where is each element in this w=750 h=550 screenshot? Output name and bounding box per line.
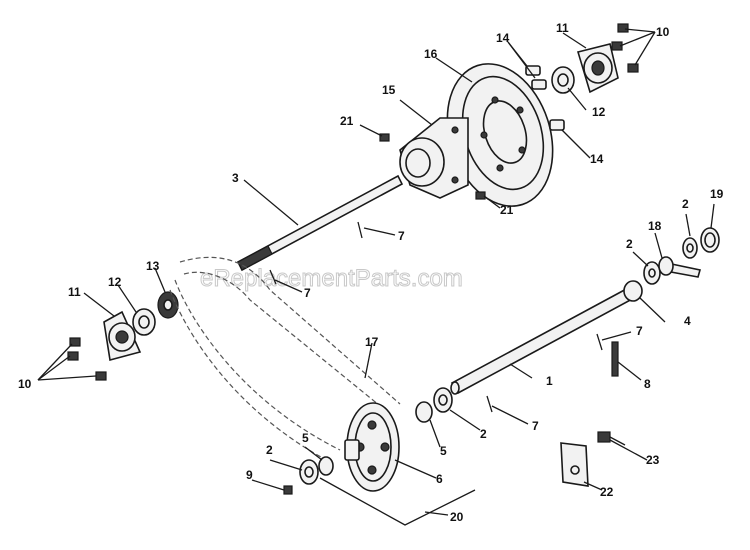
callout-6: 6	[436, 472, 443, 486]
callout-2: 2	[682, 197, 689, 211]
callout-7: 7	[636, 324, 643, 338]
callout-23: 23	[646, 453, 660, 467]
callout-17: 17	[365, 335, 379, 349]
part-11-flange-top	[576, 43, 619, 94]
callout-labels: 1 2 2 2 2 3 4 5 5 6 7 7 7 7 8 9 10 10 11…	[18, 21, 724, 524]
callout-10: 10	[18, 377, 32, 391]
callout-21: 21	[340, 114, 354, 128]
callout-22: 22	[600, 485, 614, 499]
callout-12: 12	[592, 105, 606, 119]
callout-2: 2	[266, 443, 273, 457]
part-22-plate	[560, 442, 589, 487]
part-3-upper-shaft	[236, 174, 404, 272]
callout-8: 8	[644, 377, 651, 391]
part-10-bolts-top	[611, 23, 639, 73]
callout-9: 9	[246, 468, 253, 482]
part-12-collar-left	[132, 308, 156, 336]
callout-3: 3	[232, 171, 239, 185]
callout-4: 4	[684, 314, 691, 328]
callout-7: 7	[398, 229, 405, 243]
part-1-lower-shaft	[450, 285, 638, 395]
part-18-arm	[658, 256, 702, 278]
callout-15: 15	[382, 83, 396, 97]
part-10-bolts-left	[67, 337, 107, 381]
part-23-bolt	[597, 431, 626, 446]
part-14-bolts	[525, 65, 565, 131]
callout-18: 18	[648, 219, 662, 233]
callout-2: 2	[626, 237, 633, 251]
part-16-pulley	[446, 63, 554, 207]
callout-19: 19	[710, 187, 724, 201]
part-21-screws	[379, 133, 486, 200]
callout-10: 10	[656, 25, 670, 39]
part-9-screw	[283, 485, 293, 495]
part-2-washers	[299, 237, 698, 485]
callout-7: 7	[304, 286, 311, 300]
part-11-flange-left	[103, 310, 142, 362]
part-19-spring	[700, 227, 720, 253]
callout-2: 2	[480, 427, 487, 441]
part-6-large-sprocket	[344, 402, 400, 492]
part-8-key	[611, 341, 619, 377]
part-4-bushing	[623, 280, 643, 302]
part-17-chain	[169, 256, 401, 463]
callout-12: 12	[108, 275, 122, 289]
callout-14: 14	[496, 31, 510, 45]
part-7-pins	[269, 221, 603, 413]
callout-5: 5	[440, 444, 447, 458]
callout-1: 1	[546, 374, 553, 388]
callout-13: 13	[146, 259, 160, 273]
part-13-sprocket	[157, 291, 179, 319]
watermark-text: eReplacementParts.com	[200, 265, 463, 292]
part-5-bushings	[318, 401, 433, 476]
callout-20: 20	[450, 510, 464, 524]
callout-21: 21	[500, 203, 514, 217]
part-12-collar-top	[551, 66, 575, 94]
callout-11: 11	[556, 21, 569, 35]
callout-16: 16	[424, 47, 438, 61]
callout-14: 14	[590, 152, 604, 166]
leader-lines	[37, 28, 715, 526]
callout-11: 11	[68, 285, 81, 299]
part-15-bracket	[399, 117, 469, 199]
callout-5: 5	[302, 431, 309, 445]
callout-7: 7	[532, 419, 539, 433]
